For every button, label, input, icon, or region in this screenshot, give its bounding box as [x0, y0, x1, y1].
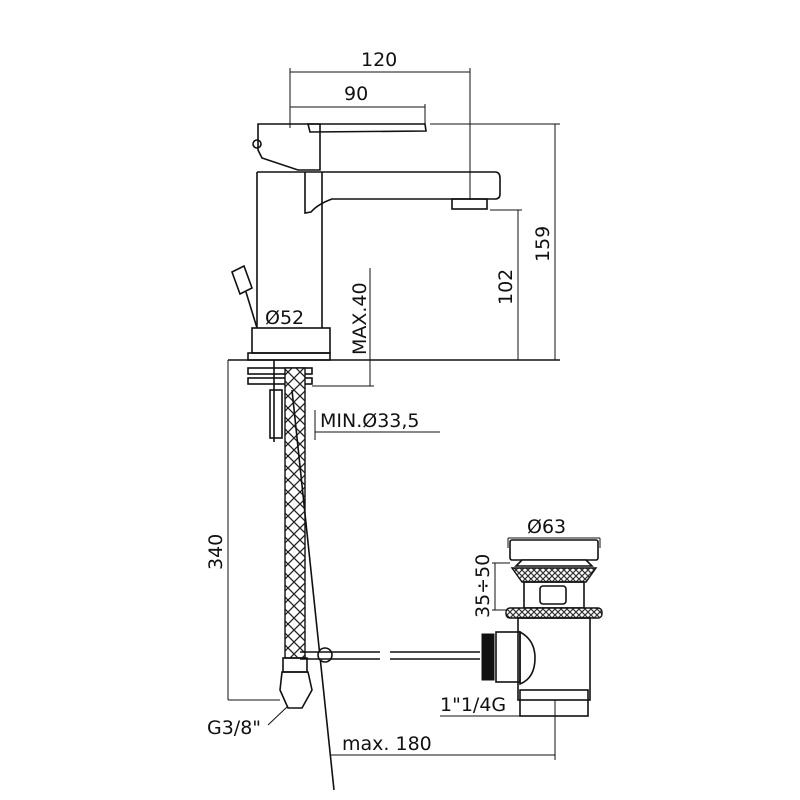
handle	[257, 123, 321, 171]
aerator	[451, 198, 488, 210]
lever	[306, 123, 427, 133]
pop-up-rod	[300, 651, 480, 660]
dim-159: 159	[532, 226, 554, 262]
pop-up-drain	[481, 539, 603, 717]
dim-min-hole: MIN.Ø33,5	[320, 410, 420, 432]
dim-base-diameter: Ø52	[265, 307, 304, 329]
dim-drain-thread: 1"1/4G	[440, 694, 506, 716]
dimension-lines	[227, 68, 601, 760]
dim-rod-length: max. 180	[342, 733, 432, 755]
dim-90: 90	[344, 83, 368, 105]
dim-hose-thread: G3/8"	[207, 717, 261, 739]
dim-120: 120	[361, 49, 397, 71]
dim-drain-diameter: Ø63	[527, 516, 566, 538]
dim-340: 340	[205, 534, 227, 570]
lift-rod	[291, 389, 335, 791]
dim-drain-range: 35÷50	[472, 554, 494, 618]
mounting-hardware	[228, 359, 560, 791]
dim-max-40: MAX.40	[349, 282, 371, 355]
dim-102: 102	[495, 269, 517, 305]
spout	[257, 171, 501, 214]
hose-nut	[279, 671, 313, 709]
base	[251, 327, 331, 354]
